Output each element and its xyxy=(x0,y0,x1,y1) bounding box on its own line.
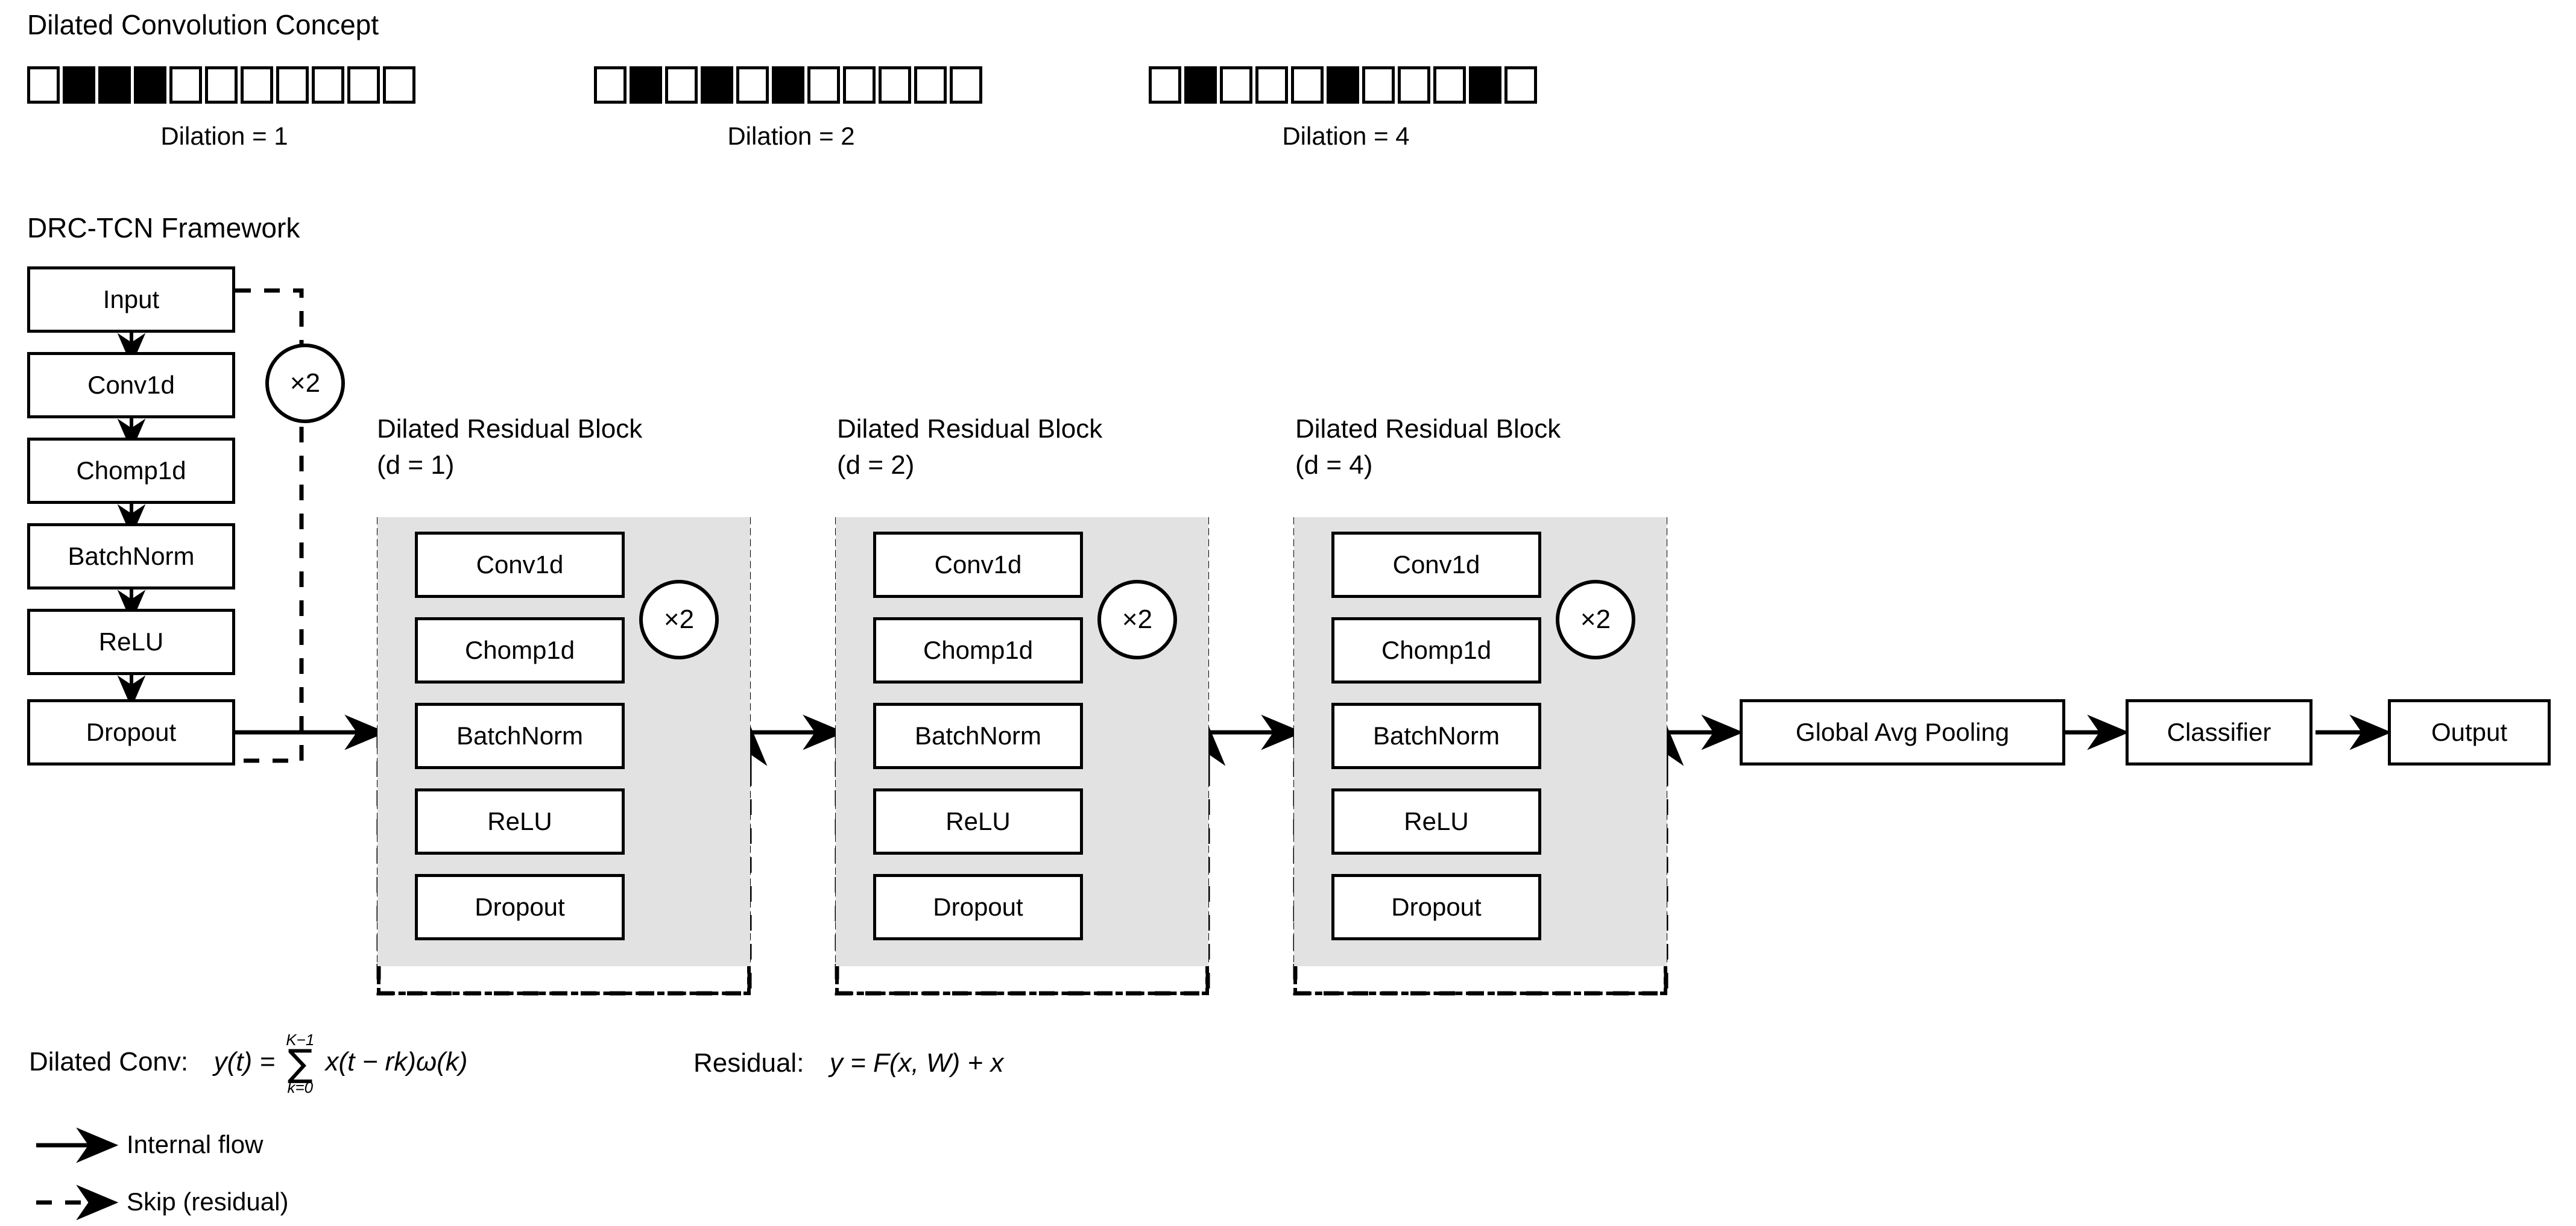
dilation-cell xyxy=(950,66,982,104)
dilation-cell xyxy=(312,66,344,104)
dilation-cells-3 xyxy=(1149,66,1540,104)
dilated-convolution-section-title: Dilated Convolution Concept xyxy=(27,9,379,40)
dilation-cells-2 xyxy=(594,66,985,104)
dilation-cell xyxy=(736,66,769,104)
sum-lower-limit: k=0 xyxy=(287,1078,314,1096)
block1-repeat-badge: ×2 xyxy=(639,580,719,659)
dilation-cell xyxy=(347,66,380,104)
block2-title-line1: Dilated Residual Block xyxy=(837,414,1103,444)
dilation-cell xyxy=(879,66,911,104)
tail-node-classifier[interactable]: Classifier xyxy=(2126,699,2312,765)
framework-section-title: DRC-TCN Framework xyxy=(27,212,300,244)
dilation-row-1 xyxy=(27,66,418,104)
sum-upper-limit: K−1 xyxy=(286,1031,315,1049)
dilation-cell xyxy=(276,66,309,104)
block2-node-relu[interactable]: ReLU xyxy=(873,788,1083,855)
dilation-cell xyxy=(1291,66,1324,104)
dilation-cell xyxy=(383,66,415,104)
dilation-cell xyxy=(241,66,273,104)
dilated-conv-rhs: x(t − rk)ω(k) xyxy=(325,1046,468,1077)
block1-node-chomp1d[interactable]: Chomp1d xyxy=(415,617,625,684)
dilation-cell xyxy=(914,66,947,104)
block3-node-relu[interactable]: ReLU xyxy=(1331,788,1541,855)
dilation-cell xyxy=(1220,66,1252,104)
dilation-cell xyxy=(772,66,804,104)
dilation-cell xyxy=(701,66,733,104)
stem-node-relu[interactable]: ReLU xyxy=(27,609,235,675)
block3-repeat-badge: ×2 xyxy=(1556,580,1635,659)
dilation-cell xyxy=(1504,66,1537,104)
block2-node-conv1d[interactable]: Conv1d xyxy=(873,532,1083,598)
stem-node-chomp1d[interactable]: Chomp1d xyxy=(27,438,235,504)
block3-title-line1: Dilated Residual Block xyxy=(1295,414,1561,444)
stem-node-dropout[interactable]: Dropout xyxy=(27,699,235,765)
block2-title-line2: (d = 2) xyxy=(837,450,915,480)
dilation-cell xyxy=(169,66,202,104)
dilated-conv-formula: Dilated Conv: y(t) = K−1 ∑ k=0 x(t − rk)… xyxy=(29,1032,467,1095)
dilation-caption-3: Dilation = 4 xyxy=(1282,122,1410,150)
dilation-cell xyxy=(630,66,662,104)
residual-formula: Residual: y = F(x, W) + x xyxy=(693,1050,1003,1077)
block3-node-conv1d[interactable]: Conv1d xyxy=(1331,532,1541,598)
block1-node-relu[interactable]: ReLU xyxy=(415,788,625,855)
block2-repeat-badge: ×2 xyxy=(1097,580,1177,659)
legend-label-internal-flow: Internal flow xyxy=(127,1130,264,1158)
dilation-cell xyxy=(665,66,698,104)
residual-label: Residual: xyxy=(693,1048,804,1078)
dilation-cell xyxy=(98,66,131,104)
dilation-caption-1: Dilation = 1 xyxy=(160,122,288,150)
block2-node-chomp1d[interactable]: Chomp1d xyxy=(873,617,1083,684)
block2-node-dropout[interactable]: Dropout xyxy=(873,874,1083,940)
dilation-cell xyxy=(1433,66,1466,104)
block1-node-conv1d[interactable]: Conv1d xyxy=(415,532,625,598)
dilation-cell xyxy=(1184,66,1217,104)
block2-node-batchnorm[interactable]: BatchNorm xyxy=(873,703,1083,769)
block3-node-dropout[interactable]: Dropout xyxy=(1331,874,1541,940)
dilated-conv-label: Dilated Conv: xyxy=(29,1046,189,1077)
dilation-cell xyxy=(1469,66,1501,104)
block1-node-dropout[interactable]: Dropout xyxy=(415,874,625,940)
block3-node-chomp1d[interactable]: Chomp1d xyxy=(1331,617,1541,684)
tail-node-global-avg-pooling[interactable]: Global Avg Pooling xyxy=(1740,699,2065,765)
summation-operator: K−1 ∑ k=0 xyxy=(286,1032,314,1095)
dilation-cell xyxy=(1255,66,1288,104)
dilation-cells-1 xyxy=(27,66,418,104)
stem-repeat-badge: ×2 xyxy=(265,344,345,423)
tail-node-output[interactable]: Output xyxy=(2388,699,2551,765)
stem-node-input[interactable]: Input xyxy=(27,266,235,333)
dilation-cell xyxy=(205,66,238,104)
stem-node-batchnorm[interactable]: BatchNorm xyxy=(27,523,235,589)
dilation-cell xyxy=(27,66,60,104)
dilation-cell xyxy=(1327,66,1359,104)
dilated-conv-lhs: y(t) = xyxy=(213,1046,276,1077)
dilation-row-3 xyxy=(1149,66,1540,104)
dilation-cell xyxy=(1398,66,1430,104)
block3-node-batchnorm[interactable]: BatchNorm xyxy=(1331,703,1541,769)
block3-title-line2: (d = 4) xyxy=(1295,450,1373,480)
dilation-cell xyxy=(1149,66,1181,104)
stem-node-conv1d[interactable]: Conv1d xyxy=(27,352,235,418)
sigma-icon: ∑ xyxy=(287,1041,313,1085)
block1-title-line1: Dilated Residual Block xyxy=(377,414,643,444)
dilation-cell xyxy=(63,66,95,104)
dilation-cell xyxy=(594,66,627,104)
legend-label-skip-residual: Skip (residual) xyxy=(127,1187,289,1216)
dilation-cell xyxy=(134,66,166,104)
dilation-caption-2: Dilation = 2 xyxy=(727,122,855,150)
residual-expression: y = F(x, W) + x xyxy=(829,1048,1004,1078)
dilation-cell xyxy=(807,66,840,104)
dilation-cell xyxy=(843,66,876,104)
dilation-cell xyxy=(1362,66,1395,104)
dilation-row-2 xyxy=(594,66,985,104)
block1-node-batchnorm[interactable]: BatchNorm xyxy=(415,703,625,769)
block1-title-line2: (d = 1) xyxy=(377,450,455,480)
